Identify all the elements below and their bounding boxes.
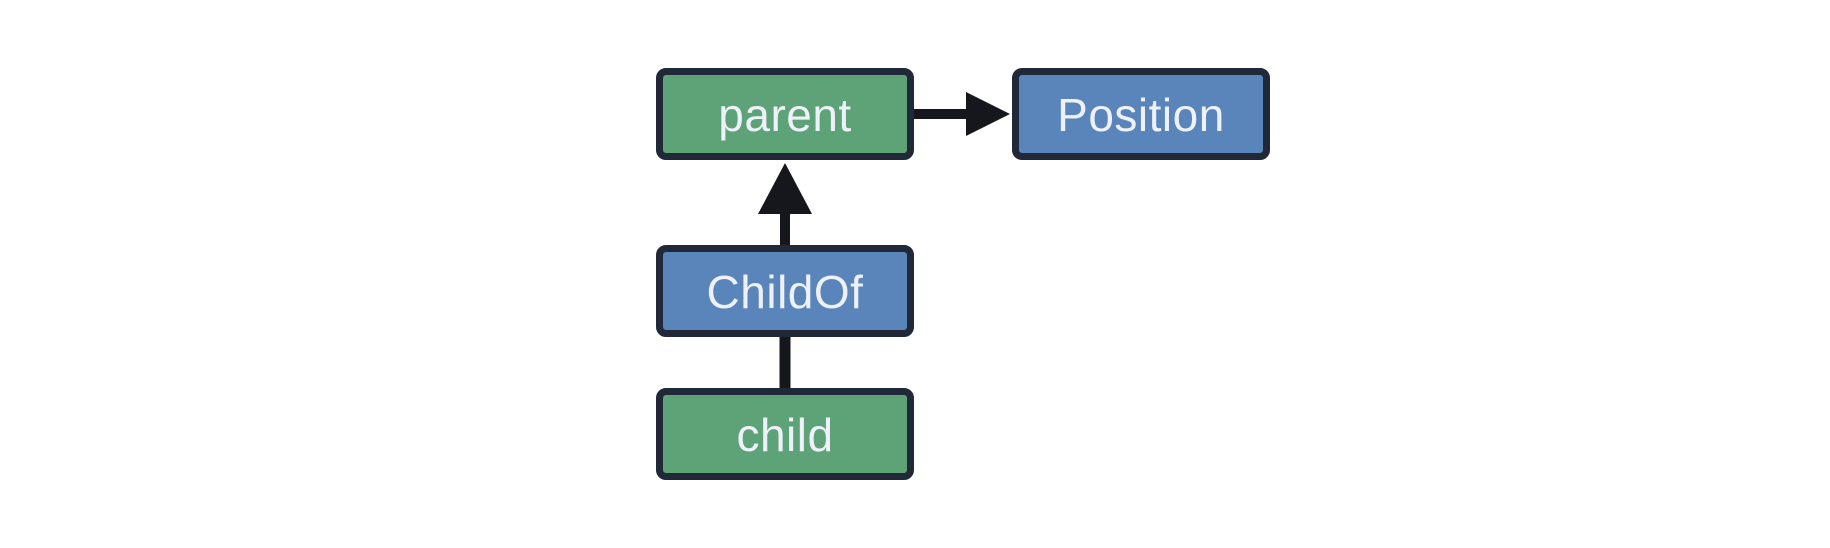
node-child-label: child — [736, 409, 834, 461]
node-childof: ChildOf — [656, 245, 914, 337]
edge-parent-to-position — [912, 92, 1010, 136]
node-childof-label: ChildOf — [706, 266, 864, 318]
node-position-label: Position — [1057, 89, 1225, 141]
arrowhead-up-icon — [758, 163, 812, 214]
edge-childof-to-parent — [758, 163, 812, 248]
node-parent: parent — [656, 68, 914, 160]
arrowhead-right-icon — [966, 92, 1010, 136]
node-parent-label: parent — [718, 89, 852, 141]
node-child: child — [656, 388, 914, 480]
node-position: Position — [1012, 68, 1270, 160]
